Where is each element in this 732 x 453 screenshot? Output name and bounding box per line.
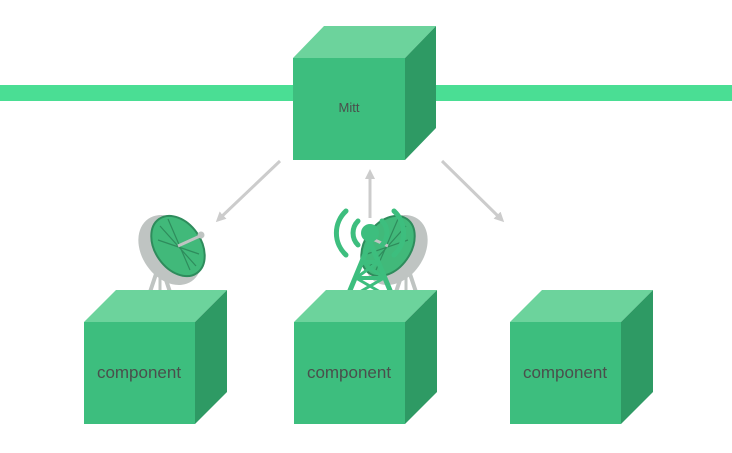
arrow-to-right-component: [440, 159, 505, 223]
component-label: component: [97, 363, 181, 382]
mitt-cube-front: [293, 58, 405, 160]
component-cube-top: [84, 290, 227, 322]
component-cube-side: [405, 290, 437, 424]
component-cube-front: [84, 322, 195, 424]
mitt-label: Mitt: [339, 100, 360, 115]
component-cube-front: [294, 322, 405, 424]
mitt-cube: Mitt: [293, 26, 436, 160]
component-cube-front: [510, 322, 621, 424]
component-cube-top: [510, 290, 653, 322]
mitt-cube-side: [405, 26, 436, 160]
component-cube-center: component: [294, 290, 437, 424]
component-cube-right: component: [510, 290, 653, 424]
component-cube-side: [195, 290, 227, 424]
component-cube-left: component: [84, 290, 227, 424]
component-cube-top: [294, 290, 437, 322]
satellite-dish-icon: [138, 214, 206, 303]
component-cube-side: [621, 290, 653, 424]
component-label: component: [307, 363, 391, 382]
mitt-cube-top: [293, 26, 436, 58]
arrow-to-left-component: [215, 159, 282, 223]
component-label: component: [523, 363, 607, 382]
